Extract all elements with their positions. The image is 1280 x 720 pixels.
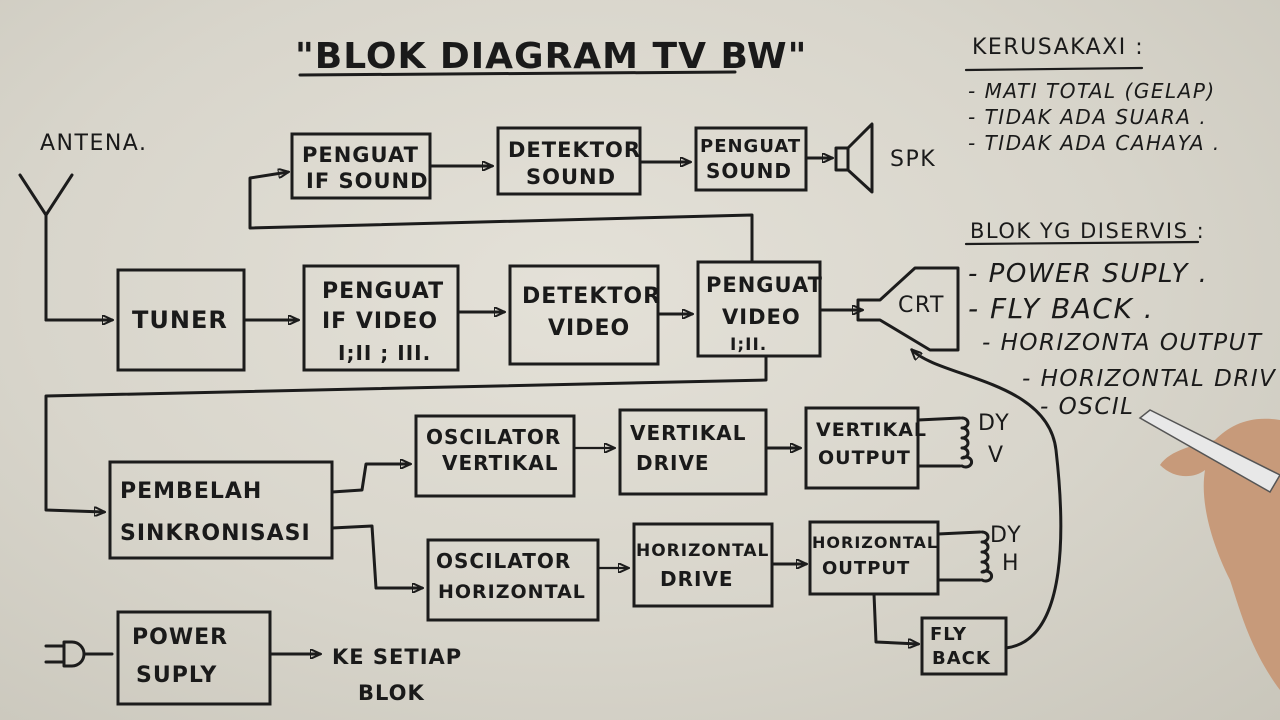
svg-text:I;II.: I;II. <box>730 335 767 355</box>
svg-text:SINKRONISASI: SINKRONISASI <box>120 521 311 546</box>
servis-item: - HORIZONTAL DRIV <box>1022 366 1277 392</box>
dy-v-sub-label: V <box>988 443 1005 468</box>
title-underline <box>298 70 737 77</box>
tuner-block: TUNER <box>116 268 246 372</box>
penguat-video-block: PENGUAT VIDEO I;II. <box>696 260 823 358</box>
svg-text:VIDEO: VIDEO <box>548 316 630 341</box>
svg-text:OUTPUT: OUTPUT <box>818 447 911 469</box>
svg-text:SOUND: SOUND <box>706 159 792 183</box>
vertical-drive-block: VERTIKAL DRIVE <box>618 408 768 496</box>
svg-text:IF SOUND: IF SOUND <box>306 169 429 193</box>
svg-text:OUTPUT: OUTPUT <box>822 558 910 579</box>
svg-text:VERTIKAL: VERTIKAL <box>630 421 746 445</box>
pembelah-sinkronisasi-block: PEMBELAH SINKRONISASI <box>108 460 334 560</box>
servis-item: - FLY BACK . <box>968 292 1154 325</box>
svg-text:FLY: FLY <box>930 624 967 645</box>
svg-text:HORIZONTAL: HORIZONTAL <box>812 533 938 552</box>
svg-text:PEMBELAH: PEMBELAH <box>120 479 262 504</box>
svg-text:PENGUAT: PENGUAT <box>706 273 823 297</box>
speaker-icon: SPK <box>834 122 936 194</box>
detektor-sound-block: DETEKTOR SOUND <box>496 126 642 196</box>
penguat-if-sound-block: PENGUAT IF SOUND <box>290 132 432 200</box>
svg-text:IF VIDEO: IF VIDEO <box>322 309 438 334</box>
power-plug-icon <box>44 640 114 668</box>
svg-text:I;II ; III.: I;II ; III. <box>338 341 431 365</box>
power-target-sub-label: BLOK <box>358 681 425 705</box>
kerusakan-heading: KERUSAKAXI : <box>972 35 1144 60</box>
dy-horizontal-coil-icon <box>936 530 994 583</box>
svg-text:HORIZONTAL: HORIZONTAL <box>636 541 769 561</box>
svg-text:CRT: CRT <box>898 293 945 318</box>
diagram-title: "BLOK DIAGRAM TV BW" <box>295 36 807 77</box>
horizontal-drive-block: HORIZONTAL DRIVE <box>632 522 774 608</box>
dy-v-label: DY <box>978 411 1010 436</box>
dy-h-label: DY <box>990 523 1022 548</box>
kerusakan-item: - TIDAK ADA SUARA . <box>968 105 1207 129</box>
antenna-label: ANTENA. <box>40 131 147 156</box>
svg-text:SUPLY: SUPLY <box>136 663 217 688</box>
kerusakan-item: - MATI TOTAL (GELAP) <box>968 79 1216 103</box>
svg-text:VIDEO: VIDEO <box>722 305 801 329</box>
kerusakan-item: - TIDAK ADA CAHAYA . <box>968 131 1221 155</box>
detektor-video-block: DETEKTOR VIDEO <box>508 264 661 366</box>
penguat-sound-block: PENGUAT SOUND <box>694 126 808 192</box>
svg-text:HORIZONTAL: HORIZONTAL <box>438 581 586 603</box>
svg-text:DRIVE: DRIVE <box>660 567 734 591</box>
penguat-if-video-block: PENGUAT IF VIDEO I;II ; III. <box>302 264 460 372</box>
antenna-icon <box>18 173 74 322</box>
svg-text:PENGUAT: PENGUAT <box>302 143 419 167</box>
power-target-label: KE SETIAP <box>332 645 462 669</box>
svg-text:OSCILATOR: OSCILATOR <box>436 549 571 573</box>
hand-with-marker-icon <box>1138 409 1280 690</box>
fly-back-block: FLY BACK <box>920 616 1008 676</box>
svg-text:PENGUAT: PENGUAT <box>700 136 801 157</box>
svg-text:DETEKTOR: DETEKTOR <box>522 284 661 309</box>
svg-text:POWER: POWER <box>132 625 228 650</box>
svg-text:VERTIKAL: VERTIKAL <box>816 419 927 441</box>
crt-icon: CRT <box>856 266 960 352</box>
servis-item: - POWER SUPLY . <box>968 259 1208 289</box>
svg-text:OSCILATOR: OSCILATOR <box>426 425 561 449</box>
vertical-output-block: VERTIKAL OUTPUT <box>804 406 927 490</box>
servis-heading: BLOK YG DISERVIS : <box>970 219 1205 243</box>
servis-item: - OSCIL <box>1040 394 1134 420</box>
svg-text:TUNER: TUNER <box>132 306 228 334</box>
svg-text:PENGUAT: PENGUAT <box>322 279 444 304</box>
power-suply-block: POWER SUPLY <box>116 610 272 706</box>
oscilator-horizontal-block: OSCILATOR HORIZONTAL <box>426 538 600 622</box>
dy-vertical-coil-icon <box>916 416 974 469</box>
svg-text:SPK: SPK <box>890 147 936 172</box>
svg-text:DETEKTOR: DETEKTOR <box>508 138 641 162</box>
svg-text:BACK: BACK <box>932 648 991 669</box>
servis-item: - HORIZONTA OUTPUT <box>982 330 1263 356</box>
oscilator-vertical-block: OSCILATOR VERTIKAL <box>414 414 576 498</box>
horizontal-output-block: HORIZONTAL OUTPUT <box>808 520 940 596</box>
svg-text:VERTIKAL: VERTIKAL <box>442 451 558 475</box>
dy-h-sub-label: H <box>1002 551 1020 576</box>
svg-text:SOUND: SOUND <box>526 165 616 189</box>
svg-text:DRIVE: DRIVE <box>636 451 710 475</box>
